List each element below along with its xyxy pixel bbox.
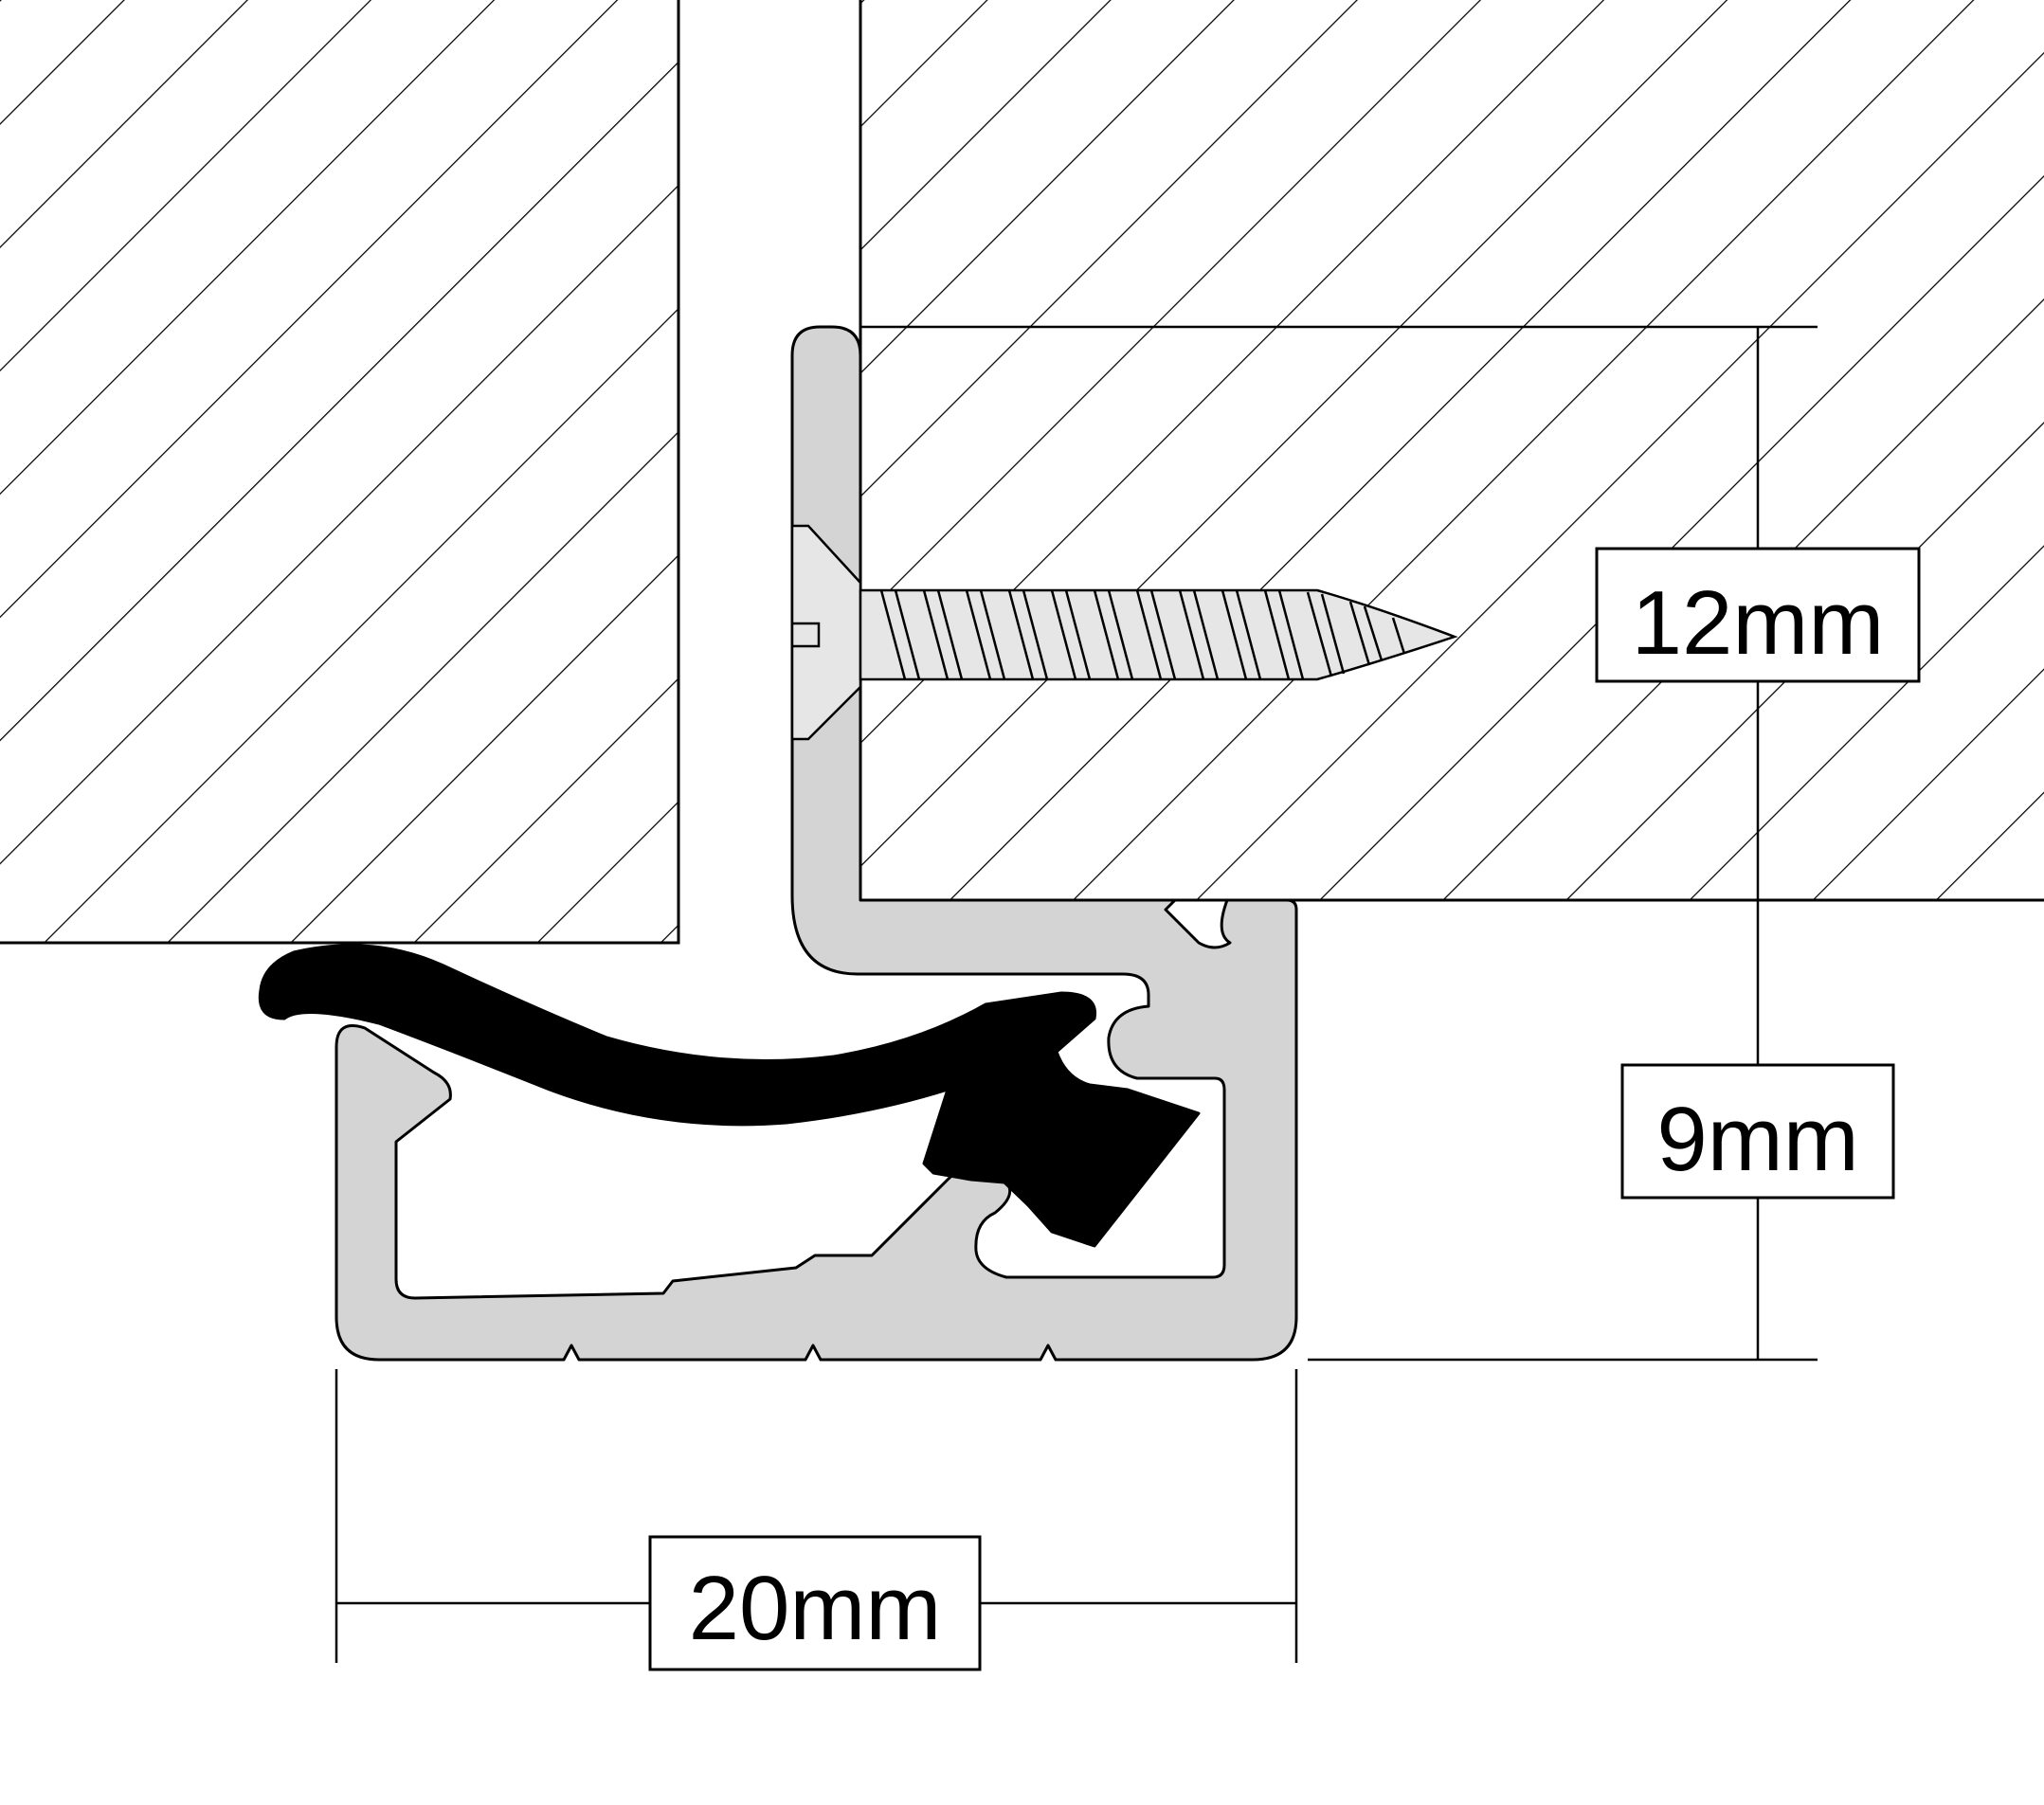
width-dimension-text: 20mm: [689, 1558, 942, 1659]
screw-shank: [859, 588, 1458, 681]
depth-dimension-label: 12mm: [1595, 547, 1921, 683]
screw-head: [790, 524, 862, 741]
aluminium-profile: [335, 325, 1298, 1362]
height-dimension-label: 9mm: [1620, 1063, 1895, 1200]
left-frame-block: [0, 0, 680, 945]
rubber-seal: [258, 944, 1201, 1248]
right-door-block: [859, 0, 2044, 902]
width-dimension-label: 20mm: [648, 1535, 982, 1671]
height-dimension-text: 9mm: [1656, 1089, 1858, 1190]
depth-dimension-text: 12mm: [1632, 572, 1885, 674]
